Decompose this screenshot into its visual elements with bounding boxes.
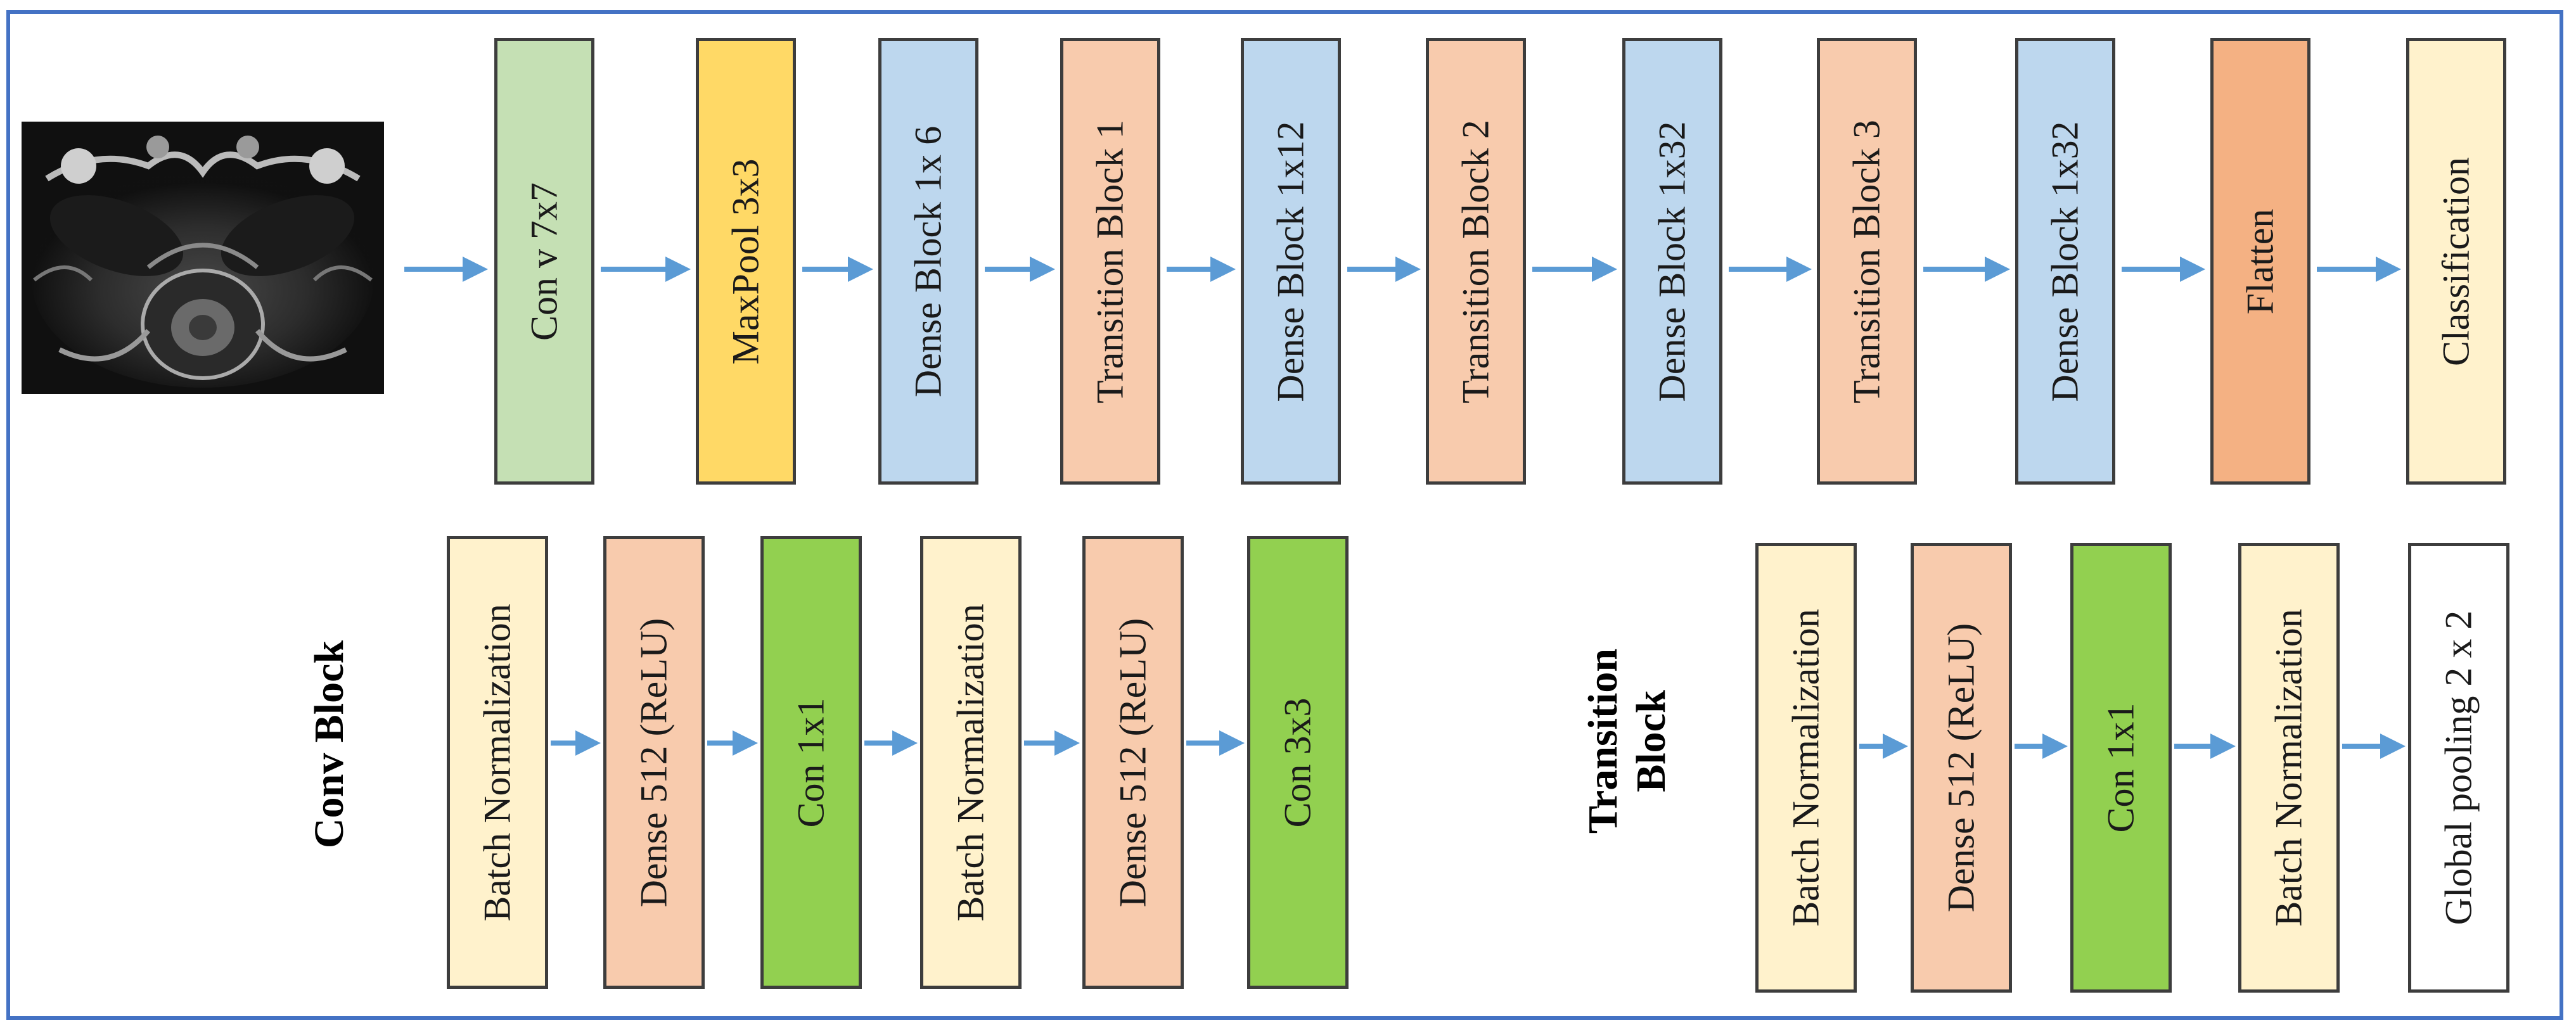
mri-scan-icon: [22, 122, 384, 394]
transition-layer-global-pooling-2-x-2: Global pooling 2 x 2: [2408, 543, 2509, 993]
main-block-dense-block-1x-6: Dense Block 1x 6: [878, 38, 978, 485]
arrow-main-1: [802, 257, 873, 282]
conv-layer-batch-normalization: Batch Normalization: [920, 536, 1022, 989]
conv-layer-con-3x3: Con 3x3: [1247, 536, 1349, 989]
mri-scan-image: [22, 122, 384, 394]
main-block-label: Transition Block 3: [1845, 119, 1888, 404]
transition-layer-label: Global pooling 2 x 2: [2437, 610, 2480, 925]
main-block-label: Dense Block 1x 6: [907, 125, 949, 397]
conv-layer-label: Dense 512 (ReLU): [1112, 618, 1154, 907]
transition-layer-batch-normalization: Batch Normalization: [2238, 543, 2340, 993]
main-block-label: Con v 7x7: [523, 182, 565, 341]
main-block-dense-block-1x32: Dense Block 1x32: [2015, 38, 2115, 485]
conv-layer-dense-512-relu: Dense 512 (ReLU): [603, 536, 705, 989]
transition-layer-label: Batch Normalization: [2267, 609, 2310, 927]
conv-layer-label: Batch Normalization: [476, 603, 518, 922]
arrow-conv-2: [864, 730, 918, 756]
arrow-transition-2: [2174, 734, 2236, 759]
arrow-conv-3: [1024, 730, 1080, 756]
main-block-transition-block-2: Transition Block 2: [1426, 38, 1526, 485]
transition-layer-dense-512-relu: Dense 512 (ReLU): [1911, 543, 2012, 993]
transition-block-title: Transition Block: [1579, 649, 1676, 834]
transition-layer-label: Con 1x1: [2099, 703, 2142, 833]
transition-title-line-1: Transition: [1580, 648, 1627, 834]
main-block-dense-block-1x32: Dense Block 1x32: [1622, 38, 1722, 485]
main-block-label: Dense Block 1x32: [1651, 120, 1693, 402]
main-block-label: Flatten: [2239, 208, 2281, 314]
arrows-layer: [404, 257, 2406, 759]
arrow-main-4: [1347, 257, 1421, 282]
arrow-transition-0: [1859, 734, 1908, 759]
arrow-input: [404, 257, 488, 282]
main-block-label: Dense Block 1x32: [2044, 120, 2086, 402]
main-block-label: Classification: [2435, 156, 2477, 366]
conv-layer-label: Con 3x3: [1276, 697, 1319, 828]
conv-block-title: Conv Block: [306, 640, 353, 849]
conv-layer-label: Dense 512 (ReLU): [632, 618, 675, 907]
conv-layer-dense-512-relu: Dense 512 (ReLU): [1082, 536, 1184, 989]
conv-layer-label: Con 1x1: [790, 697, 832, 828]
main-block-flatten: Flatten: [2210, 38, 2310, 485]
arrow-main-7: [1923, 257, 2010, 282]
main-block-transition-block-3: Transition Block 3: [1817, 38, 1917, 485]
transition-layer-label: Batch Normalization: [1785, 609, 1827, 927]
main-block-label: MaxPool 3x3: [724, 158, 767, 365]
main-block-maxpool-3x3: MaxPool 3x3: [696, 38, 796, 485]
transition-layer-con-1x1: Con 1x1: [2070, 543, 2172, 993]
transition-layer-batch-normalization: Batch Normalization: [1755, 543, 1857, 993]
main-block-transition-block-1: Transition Block 1: [1060, 38, 1160, 485]
conv-layer-batch-normalization: Batch Normalization: [447, 536, 548, 989]
transition-layer-label: Dense 512 (ReLU): [1940, 623, 1982, 913]
arrow-main-2: [985, 257, 1055, 282]
arrow-main-6: [1729, 257, 1812, 282]
arrow-transition-3: [2342, 734, 2406, 759]
main-block-label: Dense Block 1x12: [1269, 120, 1312, 402]
arrow-main-3: [1167, 257, 1236, 282]
main-block-dense-block-1x12: Dense Block 1x12: [1241, 38, 1341, 485]
arrow-main-5: [1532, 257, 1617, 282]
arrow-main-8: [2122, 257, 2205, 282]
arrow-conv-1: [707, 730, 758, 756]
conv-layer-label: Batch Normalization: [949, 603, 992, 922]
arrow-conv-0: [551, 730, 601, 756]
main-block-label: Transition Block 1: [1089, 119, 1131, 404]
transition-title-line-2: Block: [1628, 690, 1674, 792]
arrow-conv-4: [1186, 730, 1245, 756]
main-block-classification: Classification: [2406, 38, 2506, 485]
conv-layer-con-1x1: Con 1x1: [760, 536, 862, 989]
arrow-main-0: [601, 257, 691, 282]
arrow-main-9: [2317, 257, 2401, 282]
main-block-con-v-7x7: Con v 7x7: [494, 38, 594, 485]
main-block-label: Transition Block 2: [1454, 119, 1497, 404]
arrow-transition-1: [2015, 734, 2068, 759]
